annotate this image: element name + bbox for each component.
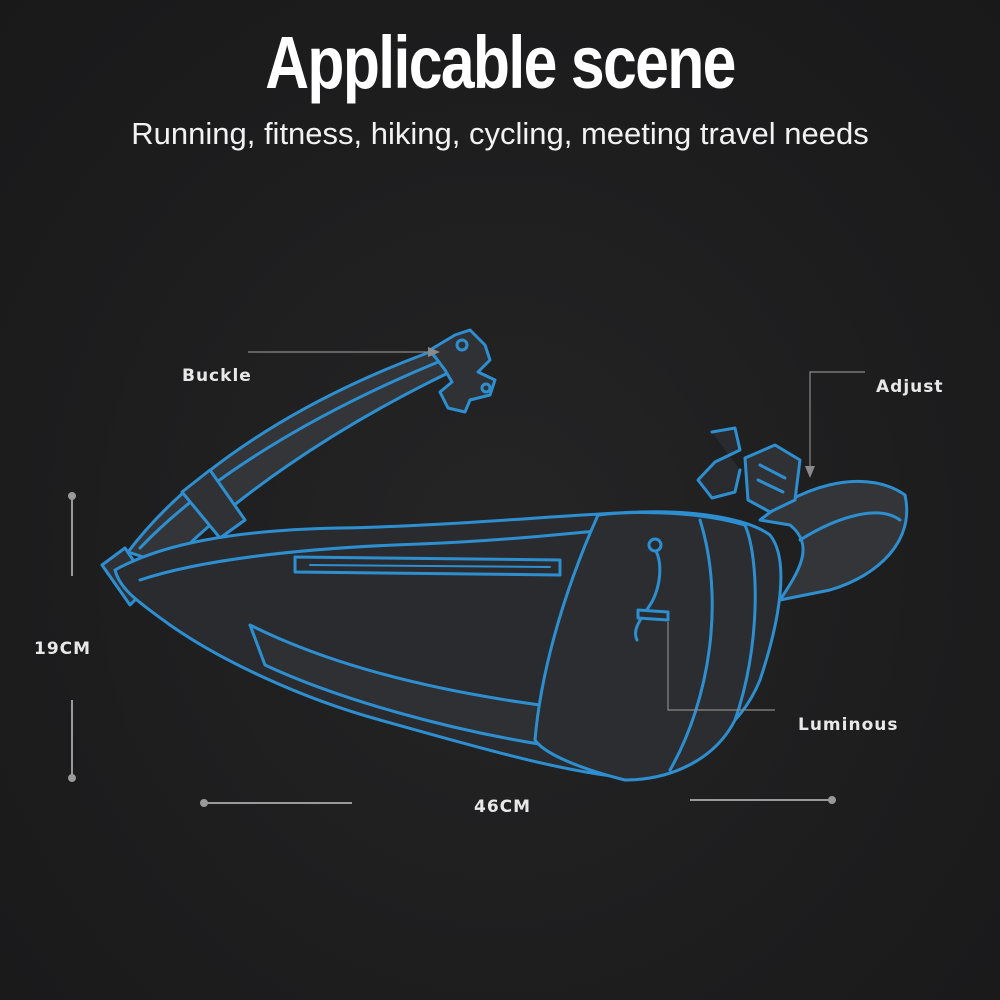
adjust-buckle <box>696 426 802 514</box>
right-strap <box>758 479 909 602</box>
right-strap-inner <box>798 511 902 542</box>
page-title: Applicable scene <box>265 21 736 104</box>
left-strap-inner-line <box>138 360 440 550</box>
top-buckle <box>428 328 497 414</box>
bottle-pocket-seam <box>668 518 714 772</box>
adjust-leader-line <box>809 371 865 470</box>
bottle-pocket <box>533 510 757 782</box>
adjust-leader-arrow <box>805 466 815 478</box>
width-dimension-label: 46CM <box>474 797 532 817</box>
height-dimension-label: 19CM <box>34 639 92 659</box>
luminous-leader-line <box>667 622 775 711</box>
luminous-label: Luminous <box>798 715 899 735</box>
buckle-label: Buckle <box>182 366 252 386</box>
drawcord <box>634 537 670 642</box>
buckle-leader-arrow <box>428 347 440 357</box>
adjust-label: Adjust <box>876 377 944 397</box>
page-subtitle: Running, fitness, hiking, cycling, meeti… <box>131 116 869 151</box>
strap-loop <box>180 468 247 540</box>
